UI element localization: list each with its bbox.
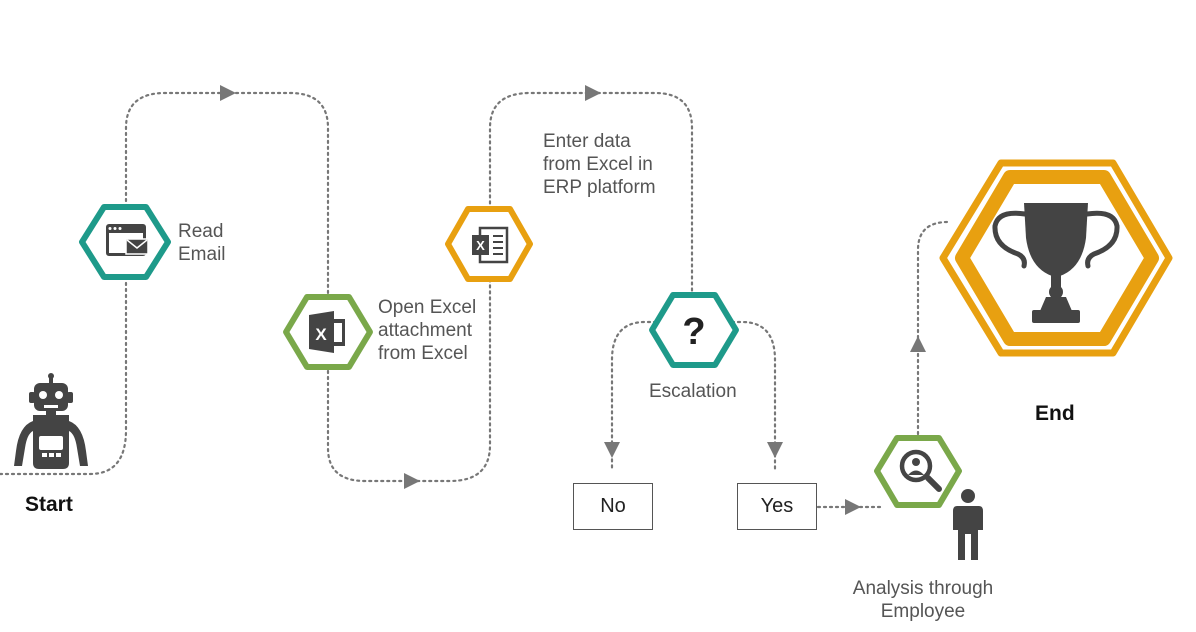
person-icon <box>953 489 983 560</box>
excel-icon: X <box>309 311 345 353</box>
arrowheads <box>220 85 926 515</box>
open-excel-label-line: from Excel <box>378 343 468 364</box>
read-email-node <box>79 204 171 280</box>
enter-data-node: X <box>445 206 533 282</box>
svg-text:X: X <box>315 325 327 344</box>
read-email-label-line: Read <box>178 221 224 242</box>
question-mark-icon: ? <box>682 311 705 353</box>
arrowhead-right <box>845 499 861 515</box>
open-excel-node: X <box>283 294 373 370</box>
trophy-icon <box>992 203 1120 323</box>
start-label: Start <box>25 493 73 516</box>
arrowhead-right <box>404 473 420 489</box>
connector-escalation-to-yes <box>730 320 777 472</box>
robot-icon <box>14 373 88 469</box>
arrowhead-down <box>604 442 620 458</box>
escalation-hexagon <box>649 292 739 368</box>
arrowhead-up <box>910 336 926 352</box>
open-excel-label-line: Open Excel <box>378 297 477 318</box>
end-node <box>939 159 1173 357</box>
magnifier-person-icon <box>899 449 942 492</box>
yes-box: Yes <box>737 483 817 530</box>
arrowhead-right <box>585 85 601 101</box>
no-label: No <box>600 495 626 517</box>
connector-analysis-to-end <box>916 220 950 442</box>
yes-label: Yes <box>760 495 794 517</box>
arrowhead-down <box>767 442 783 458</box>
excel-sheet-icon: X <box>472 226 509 264</box>
enter-data-label-line: Enter data <box>543 131 631 152</box>
enter-data-label-line: ERP platform <box>543 177 656 198</box>
connector-escalation-to-no <box>610 320 658 472</box>
open-excel-label: Open Excel attachment from Excel <box>378 296 476 365</box>
no-box: No <box>573 483 653 530</box>
connector-open-to-enter <box>326 91 694 483</box>
email-window-icon <box>106 224 149 256</box>
read-email-label-line: Email <box>178 244 226 265</box>
end-label: End <box>1035 402 1075 425</box>
enter-data-label-line: from Excel in <box>543 154 653 175</box>
svg-text:X: X <box>476 238 485 253</box>
analysis-node <box>874 435 962 508</box>
analysis-label-line: Analysis through <box>852 578 994 599</box>
open-excel-label-line: attachment <box>378 320 472 341</box>
arrowhead-right <box>220 85 236 101</box>
escalation-label: Escalation <box>649 381 737 402</box>
enter-data-label: Enter data from Excel in ERP platform <box>543 130 656 199</box>
connector-start-to-read <box>0 91 330 476</box>
analysis-label-line: Employee <box>880 601 966 622</box>
analysis-label: Analysis through Employee <box>845 577 1001 623</box>
read-email-label: Read Email <box>178 220 226 266</box>
escalation-node: ? <box>649 292 739 368</box>
